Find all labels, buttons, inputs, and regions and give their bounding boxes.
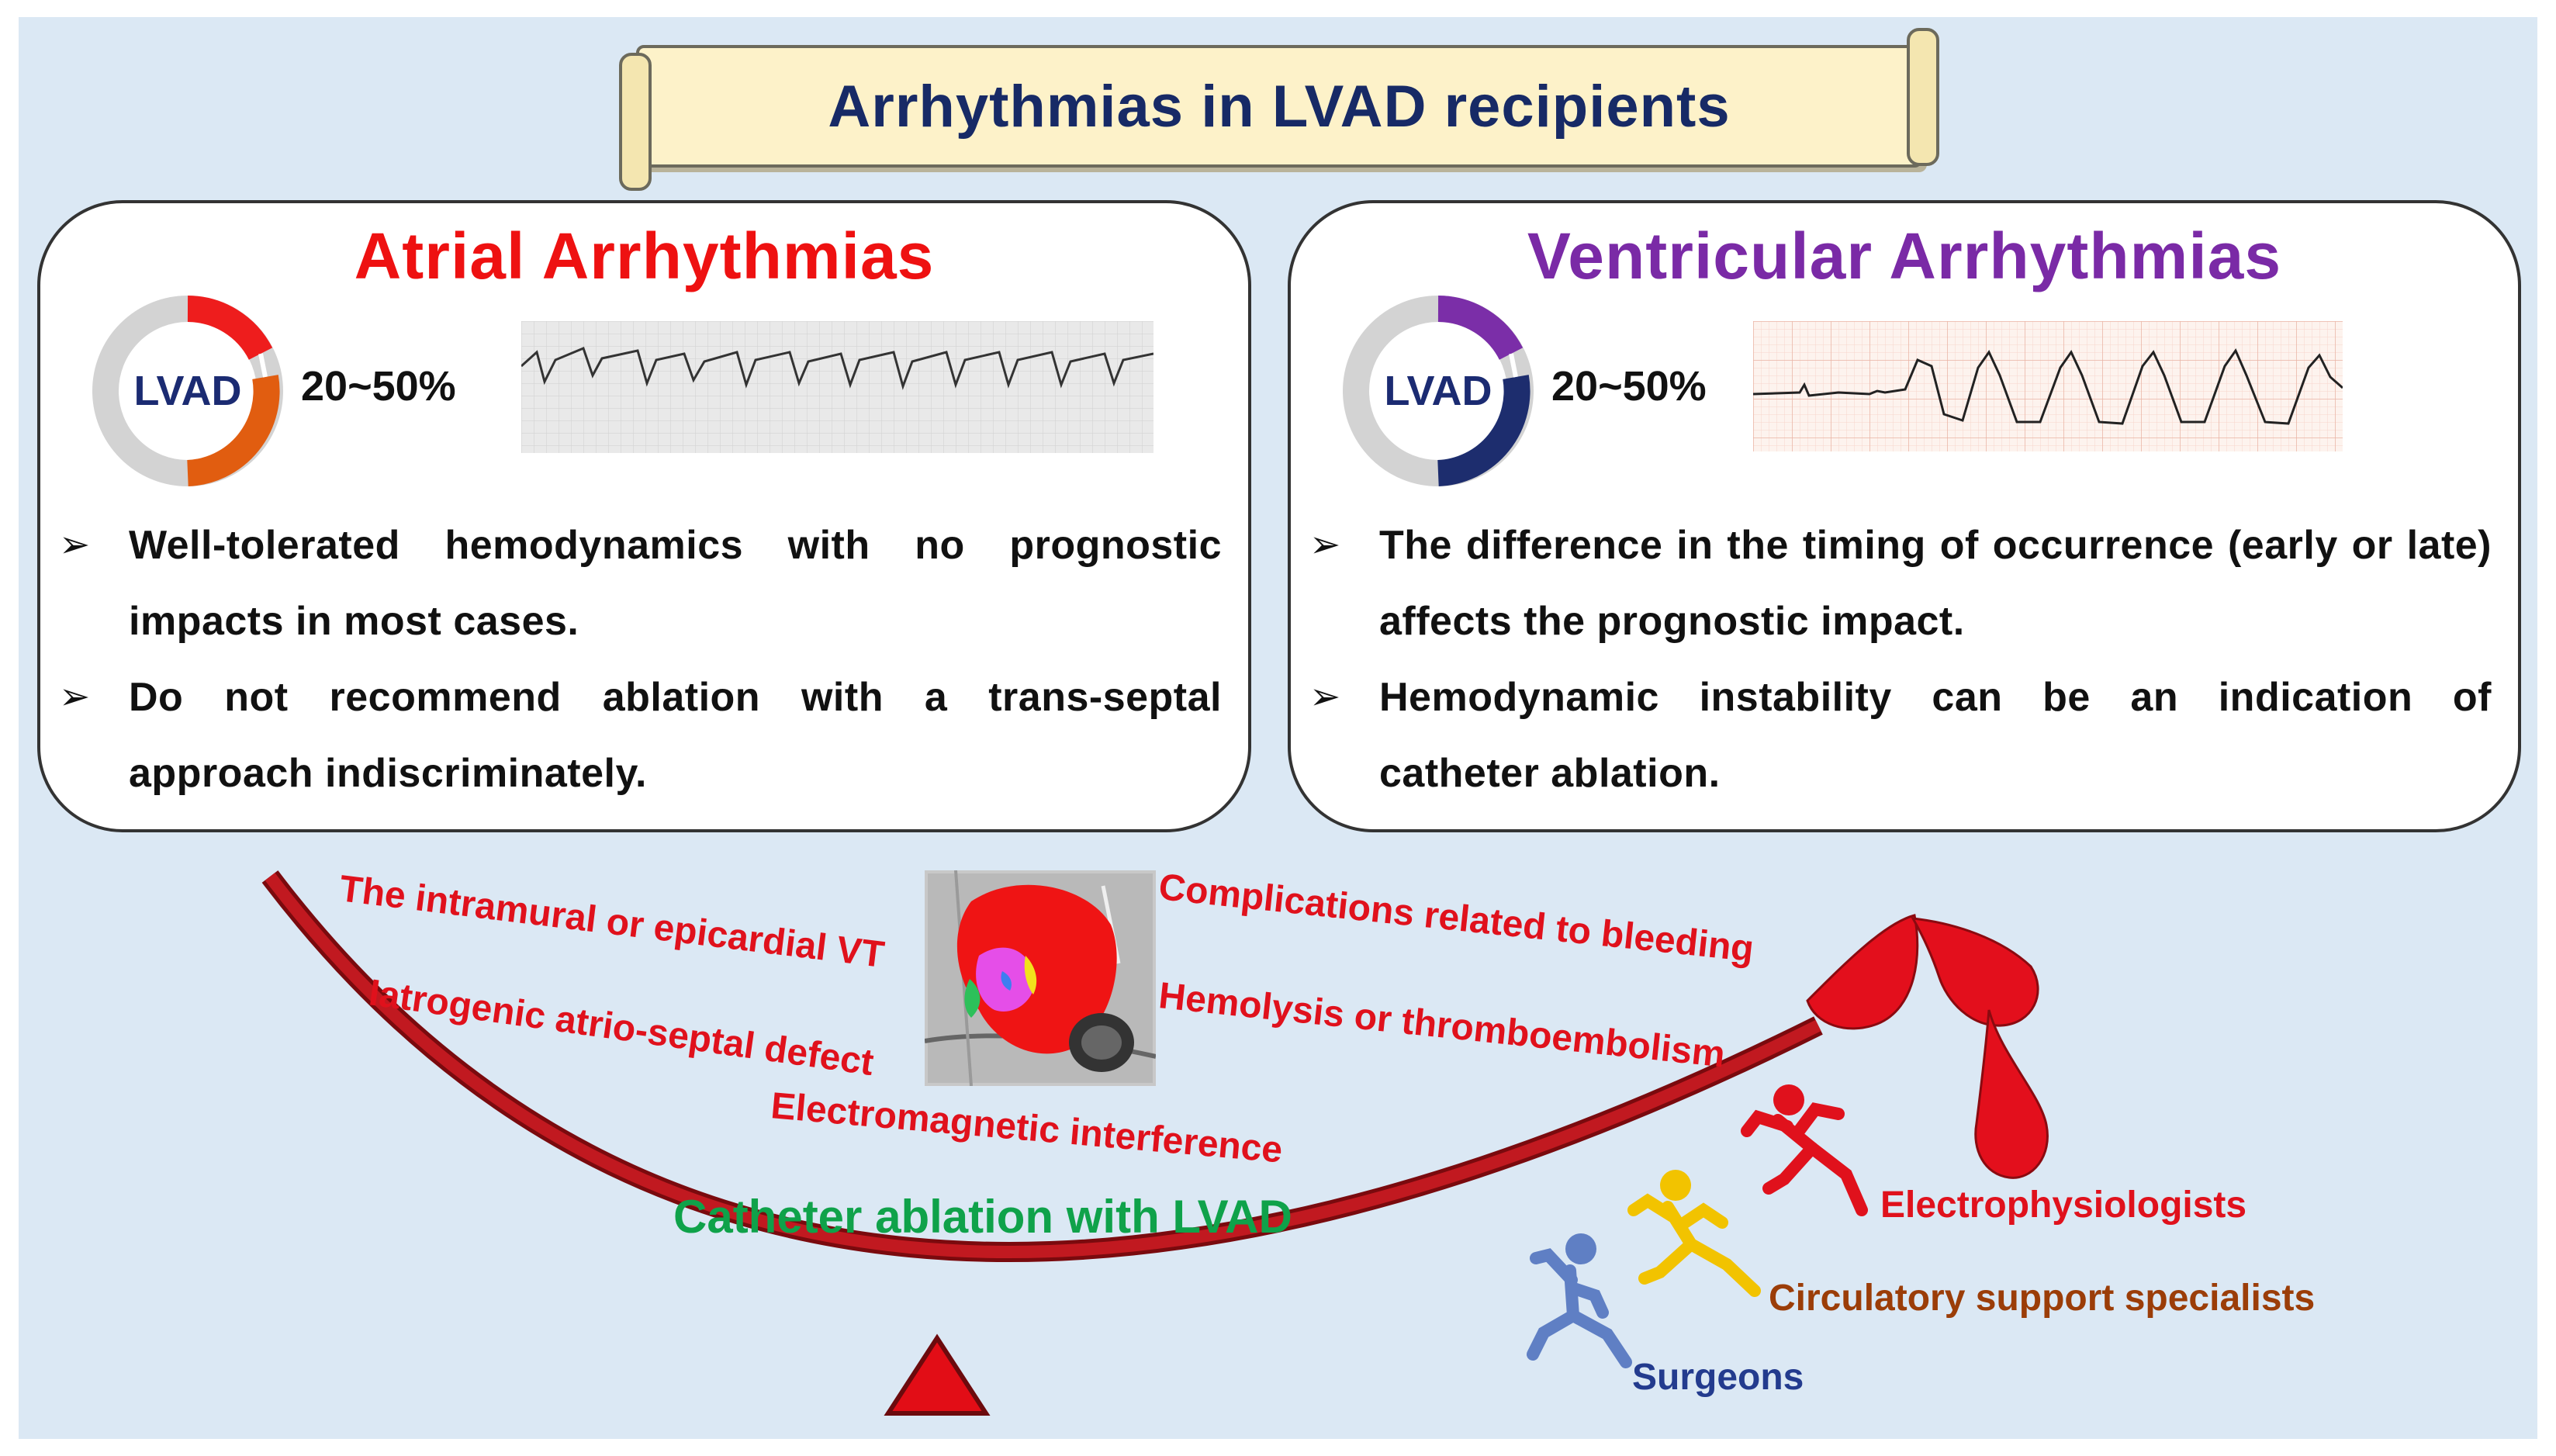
atrial-heading: Atrial Arrhythmias <box>354 220 935 292</box>
circulatory-specialist-figure-icon <box>1627 1170 1761 1297</box>
list-item: ➢Do not recommend ablation with a trans-… <box>56 659 1222 811</box>
electroanatomic-map-image <box>925 870 1156 1086</box>
list-item: ➢Well-tolerated hemodynamics with no pro… <box>56 507 1222 659</box>
title-scroll-banner: Arrhythmias in LVAD recipients <box>619 28 1939 191</box>
team-surgeons-label: Surgeons <box>1632 1357 1804 1398</box>
team-circulatory-label: Circulatory support specialists <box>1769 1278 2316 1319</box>
team-electrophysiologists-label: Electrophysiologists <box>1880 1185 2247 1226</box>
ventricular-panel: Ventricular Arrhythmias LVAD 20~50% ➢The… <box>1288 200 2521 832</box>
atrial-panel: Atrial Arrhythmias LVAD 20~50% ➢Well-tol… <box>37 200 1251 832</box>
atrial-ring-label: LVAD <box>133 368 242 414</box>
ventricular-lvad-ring-icon <box>1343 296 1534 486</box>
arrow-bullet-icon: ➢ <box>1309 524 1341 565</box>
arrow-bullet-icon: ➢ <box>59 676 91 718</box>
fulcrum-triangle-icon <box>884 1333 991 1416</box>
scroll-curl-left <box>619 53 652 191</box>
ventricular-ring-label: LVAD <box>1384 368 1492 414</box>
list-item: ➢Hemodynamic instability can be an indic… <box>1306 659 2492 811</box>
atrial-bullet-list: ➢Well-tolerated hemodynamics with no pro… <box>56 507 1222 811</box>
arrow-bullet-icon: ➢ <box>59 524 91 565</box>
arrow-bullet-icon: ➢ <box>1309 676 1341 718</box>
ventricular-ecg-strip <box>1753 321 2343 451</box>
atrial-percentage: 20~50% <box>301 363 456 410</box>
electrophysiologist-figure-icon <box>1741 1084 1868 1216</box>
list-item: ➢The difference in the timing of occurre… <box>1306 507 2492 659</box>
ventricular-percentage: 20~50% <box>1551 363 1707 410</box>
ventricular-bullet-list: ➢The difference in the timing of occurre… <box>1306 507 2492 811</box>
atrial-ecg-strip <box>521 321 1153 453</box>
ventricular-heading: Ventricular Arrhythmias <box>1527 220 2282 292</box>
page-title: Arrhythmias in LVAD recipients <box>828 73 1731 140</box>
scroll-curl-right <box>1907 28 1939 166</box>
atrial-lvad-ring-icon <box>92 296 283 486</box>
blood-drops-icon <box>1806 914 2049 1179</box>
surgeon-figure-icon <box>1527 1233 1632 1368</box>
catheter-ablation-label: Catheter ablation with LVAD <box>673 1191 1292 1243</box>
